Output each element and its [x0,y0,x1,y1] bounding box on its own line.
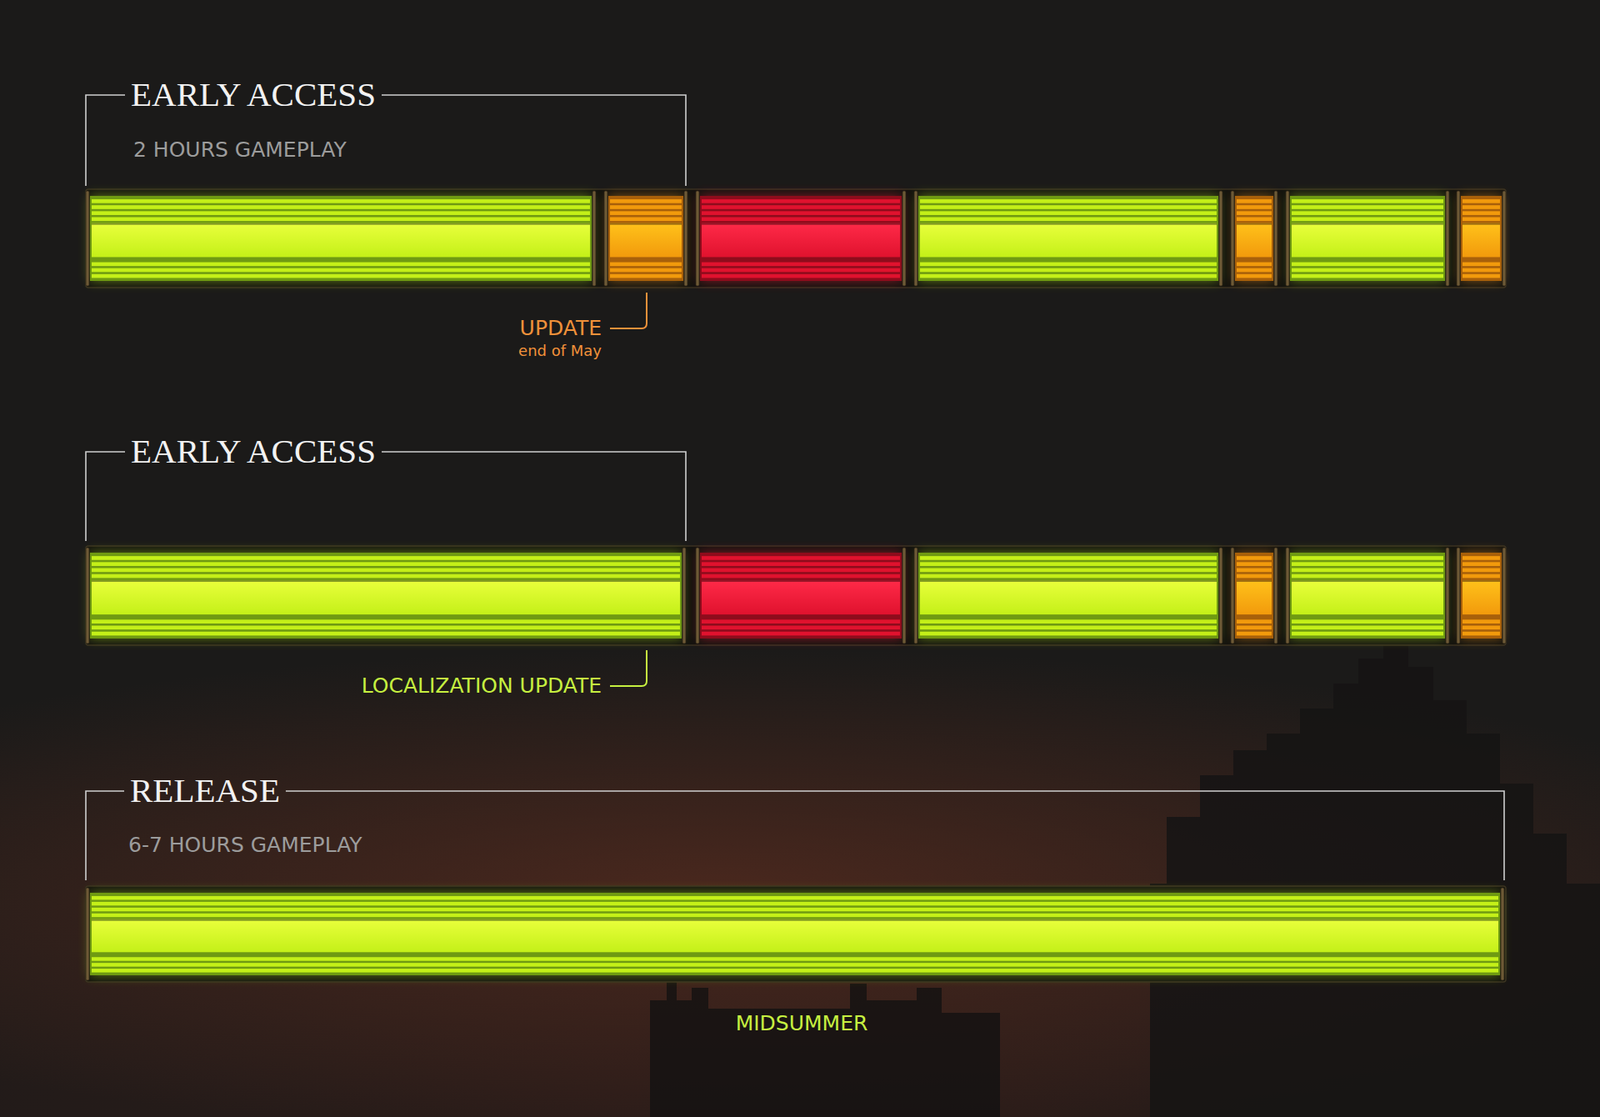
segment-cap [85,547,90,644]
bar-segment [695,190,906,286]
segment-cap [684,190,688,286]
bar-casing [85,545,1506,645]
bar-segment [695,547,906,644]
bar-segment [85,887,1505,980]
segment-cap [592,190,596,286]
bracket-line [381,451,686,541]
segment-cap [1502,547,1506,644]
segment-cap [1456,547,1460,644]
bar-segment [85,190,596,286]
progress-bar [85,545,1506,645]
gameplay-note: 6-7 HOURS GAMEPLAY [128,833,363,857]
segment-cap [1445,547,1450,644]
city-silhouette [1150,643,1600,1117]
bar-segment [1456,190,1506,286]
progress-bar [85,189,1506,288]
segment-cap [1285,547,1290,644]
segment-cap [914,190,918,286]
segment-cap [1230,190,1235,286]
leader-line [610,650,647,686]
segment-cap [1219,547,1223,644]
segment-cap [1456,190,1460,286]
segment-cap [1502,190,1506,286]
segment-cap [682,547,686,644]
bar-segment [604,190,688,286]
callout-date: end of May [518,342,602,360]
section-heading: RELEASE [130,771,280,810]
segment-cap [1219,190,1223,286]
bracket-line [381,95,686,186]
date-label: MIDSUMMER [735,1011,869,1035]
segment-cap [1230,547,1235,644]
bracket-line [85,95,125,186]
bar-segment [85,547,686,644]
bar-segment [1230,547,1278,644]
segment-cap [1274,190,1278,286]
progress-bar [85,885,1506,982]
bracket-line [85,790,125,880]
bar-segment [914,547,1223,644]
bar-casing [85,189,1506,288]
section-heading: EARLY ACCESS [130,432,376,470]
segment-cap [604,190,608,286]
bar-segment [914,190,1223,286]
segment-cap [902,190,906,286]
callout-label: UPDATE [520,316,602,340]
segment-cap [695,190,700,286]
segment-cap [1500,887,1505,980]
bar-segment [1230,190,1278,286]
callout-label: LOCALIZATION UPDATE [361,674,602,698]
bar-casing [85,885,1506,982]
section-heading: EARLY ACCESS [130,75,376,114]
gameplay-note: 2 HOURS GAMEPLAY [133,138,347,162]
segment-cap [1445,190,1450,286]
segment-cap [695,547,700,644]
bar-segment [1285,547,1450,644]
bar-segment [1285,190,1450,286]
segment-cap [902,547,906,644]
city-silhouette [650,981,1000,1117]
segment-cap [1285,190,1290,286]
bracket-line [85,451,125,541]
bar-segment [1456,547,1506,644]
segment-cap [1274,547,1278,644]
segment-cap [85,190,90,286]
segment-cap [914,547,918,644]
leader-line [610,292,647,329]
bracket-line [285,790,1505,880]
segment-cap [85,887,90,980]
